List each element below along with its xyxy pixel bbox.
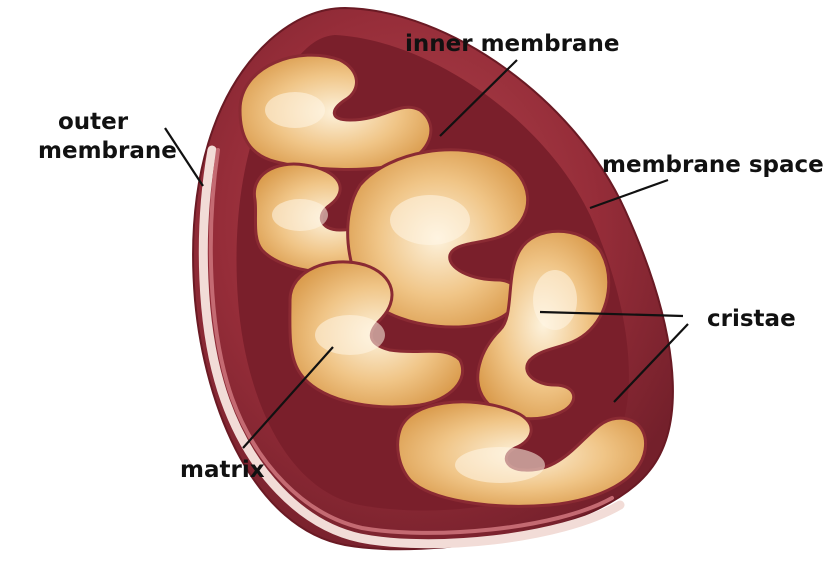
label-membrane-space: membrane space [602,151,824,180]
label-cristae: cristae [707,305,796,334]
label-outer-membrane-line1: outer [38,108,148,137]
label-outer-membrane: outer membrane [38,108,148,166]
label-inner-membrane: inner membrane [405,30,619,59]
label-matrix: matrix [180,456,265,485]
label-outer-membrane-line2: membrane [38,137,148,166]
